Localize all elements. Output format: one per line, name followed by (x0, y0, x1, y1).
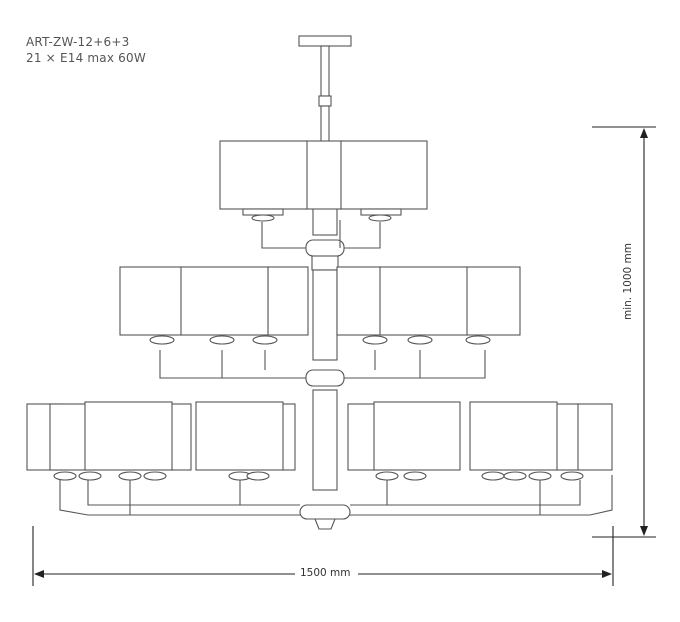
lamp-shade (281, 403, 296, 471)
lamp-shade (119, 266, 183, 336)
lamp-shade (219, 140, 308, 210)
lamp-shade (469, 401, 558, 471)
top-tier (219, 140, 428, 249)
lamp-shade (49, 403, 88, 471)
lamp-shade (267, 266, 309, 336)
lamp-shade (347, 403, 377, 471)
lamp-shade (169, 403, 192, 471)
width-dimension-line (32, 526, 614, 586)
lamp-shade (555, 403, 581, 471)
product-spec: 21 × E14 max 60W (26, 51, 146, 65)
height-dimension-line (592, 126, 656, 538)
lamp-shade (340, 140, 428, 210)
lamp-shade (304, 140, 344, 210)
height-label: min. 1000 mm (622, 243, 634, 320)
product-info: ART-ZW-12+6+3 21 × E14 max 60W (26, 34, 146, 66)
lamp-shade (84, 401, 173, 471)
lamp-shade (465, 266, 521, 336)
width-label: 1500 mm (300, 567, 351, 579)
central-column (299, 177, 351, 530)
lamp-shade (577, 403, 613, 471)
lamp-shade (180, 266, 269, 336)
lamp-shade (195, 401, 284, 471)
bottom-tier (26, 401, 613, 481)
lamp-shade (373, 401, 461, 471)
product-code: ART-ZW-12+6+3 (26, 35, 130, 49)
lamp-shade (379, 266, 468, 336)
middle-tier (119, 266, 521, 379)
lamp-shade (336, 266, 382, 336)
